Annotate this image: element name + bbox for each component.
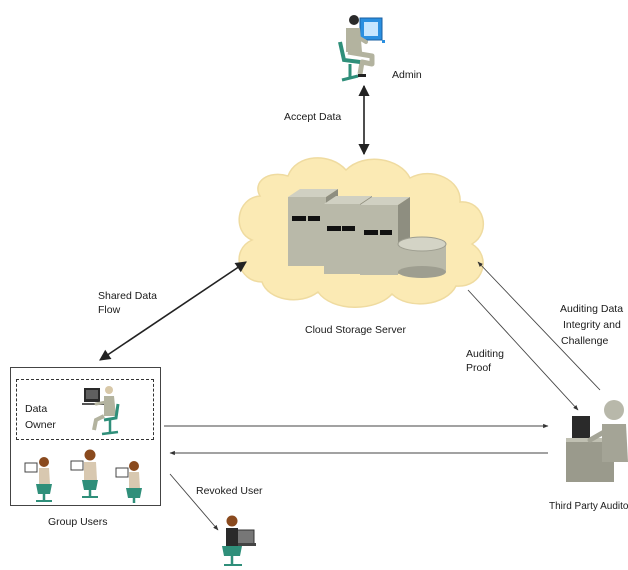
auditing-challenge-label-line1: Auditing Data — [560, 303, 624, 315]
third-party-auditor-icon — [566, 400, 628, 482]
auditing-challenge-label-line3: Challenge — [561, 335, 609, 347]
group-user-icon-3 — [115, 461, 142, 503]
admin-label: Admin — [392, 69, 422, 81]
server-rack-icon — [288, 189, 447, 278]
group-user-icon-1 — [24, 457, 52, 502]
third-party-auditor-label: Third Party Auditor — [549, 501, 628, 512]
data-owner-box — [16, 379, 154, 440]
auditing-proof-arrow — [467, 289, 579, 411]
shared-data-flow-label-line2: Flow — [98, 304, 121, 316]
auditing-challenge-label-line2: Integrity and — [563, 319, 621, 331]
revoked-user-label: Revoked User — [196, 485, 263, 497]
auditing-proof-label-line2: Proof — [466, 362, 492, 374]
data-owner-label-line2: Owner — [25, 419, 56, 431]
data-owner-person-icon — [82, 386, 120, 436]
group-user-icon-2 — [70, 449, 98, 498]
auditing-challenge-arrow — [477, 261, 601, 391]
data-owner-label-line1: Data — [25, 403, 48, 415]
cloud-server-label: Cloud Storage Server — [305, 324, 406, 336]
admin-person-icon — [338, 15, 385, 82]
revoked-user-arrow — [169, 473, 219, 531]
revoked-user-icon — [222, 515, 256, 566]
group-users-label: Group Users — [48, 516, 108, 528]
connection-arrows — [99, 84, 370, 361]
auditing-arrows — [164, 261, 601, 531]
shared-data-flow-label-line1: Shared Data — [98, 290, 157, 302]
accept-data-label: Accept Data — [284, 111, 342, 123]
group-cloud-arrow — [99, 261, 247, 361]
auditing-proof-label-line1: Auditing — [466, 348, 504, 360]
